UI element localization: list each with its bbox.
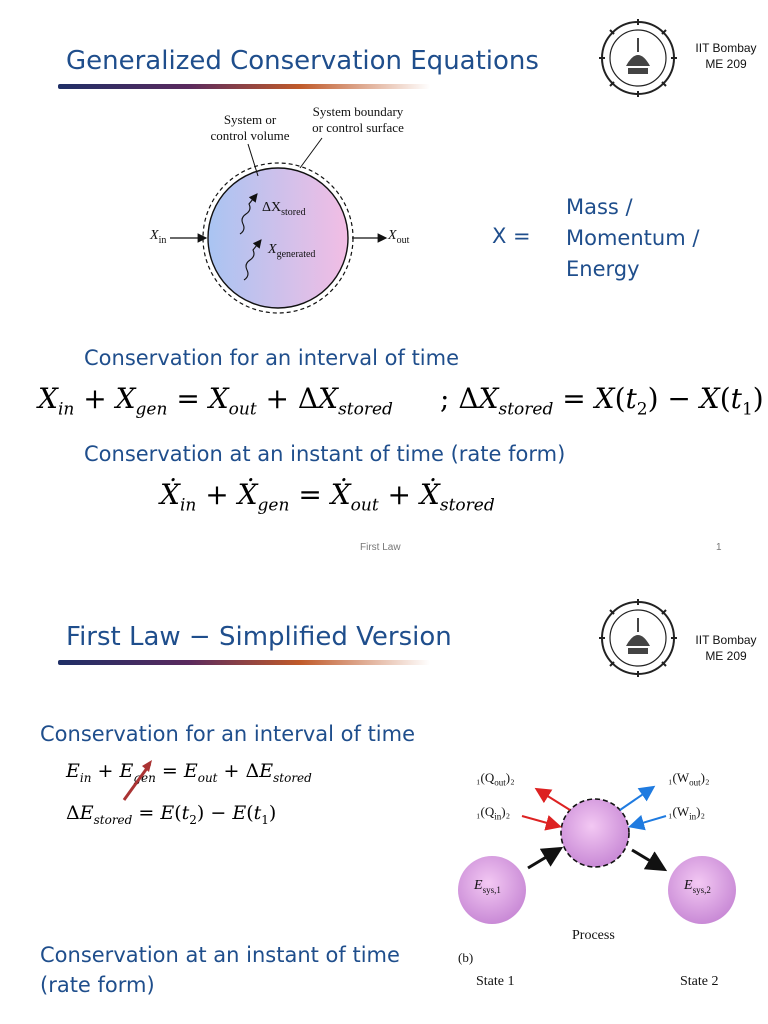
iit-bombay-logo: [599, 19, 677, 97]
system-label-line2: control volume: [210, 128, 290, 143]
x-equals: X =: [492, 224, 531, 248]
boundary-label: System boundary or control surface: [300, 104, 416, 136]
process-label: Process: [572, 928, 615, 943]
w-out-label: ₁(Wout)₂: [668, 770, 710, 788]
equation-interval: Xin + Xgen = Xout + ΔXstored: [38, 382, 393, 420]
x-options: Mass / Momentum / Energy: [566, 192, 699, 285]
footer-label: First Law: [360, 542, 401, 553]
subheading-rate: Conservation at an instant of time (rate…: [84, 442, 566, 466]
slide-1: Generalized Conservation Equations IIT B…: [38, 19, 768, 553]
boundary-label-line2: or control surface: [312, 120, 404, 135]
equation-rate: Ẋin + Ẋgen = Ẋout + Ẋstored: [160, 478, 495, 516]
slide-title: First Law − Simplified Version: [66, 622, 452, 652]
x-generated-label: Xgenerated: [268, 242, 316, 260]
x-out-label: Xout: [388, 228, 410, 246]
w-in-label: ₁(Win)₂: [668, 804, 706, 822]
subheading-interval: Conservation for an interval of time: [84, 346, 460, 370]
e-sys-1-label: Esys,1: [474, 878, 501, 895]
institution-label: IIT Bombay ME 209: [684, 40, 768, 72]
q-in-label: ₁(Qin)₂: [476, 804, 511, 822]
slide-2: First Law − Simplified Version IIT Bomba…: [0, 584, 768, 1024]
strike-arrow-icon: [122, 760, 152, 801]
subheading-rate-line1: Conservation at an instant of time: [40, 943, 400, 967]
equation-interval: Ein + Egen = Eout + ΔEstored: [66, 760, 312, 785]
course-code: ME 209: [705, 649, 747, 663]
equation-delta-stored: ΔEstored = E(t2) − E(t1): [66, 802, 277, 827]
slide-title: Generalized Conservation Equations: [66, 46, 539, 76]
institution-name: IIT Bombay: [695, 633, 757, 647]
subheading-interval: Conservation for an interval of time: [40, 722, 416, 746]
subheading-rate-line2: (rate form): [40, 973, 155, 997]
title-rule: [58, 84, 430, 89]
subheading-rate: Conservation at an instant of time (rate…: [40, 940, 400, 1000]
x-option-mass: Mass /: [566, 195, 633, 219]
x-stored-label: ΔXstored: [262, 200, 306, 218]
process-diagram: [458, 785, 736, 924]
q-out-label: ₁(Qout)₂: [476, 770, 515, 788]
iit-bombay-logo: [599, 599, 677, 677]
state-2-label: State 2: [680, 974, 719, 989]
institution-label: IIT Bombay ME 209: [684, 632, 768, 664]
x-in-label: Xin: [150, 228, 167, 246]
x-option-momentum: Momentum /: [566, 226, 700, 250]
equation-delta-stored: ; ΔXstored = X(t2) − X(t1): [440, 382, 764, 420]
control-volume-diagram: [170, 137, 388, 314]
page-number: 1: [716, 542, 722, 553]
state-1-label: State 1: [476, 974, 515, 989]
e-sys-2-label: Esys,2: [684, 878, 711, 895]
course-code: ME 209: [705, 57, 747, 71]
institution-name: IIT Bombay: [695, 41, 757, 55]
boundary-label-line1: System boundary: [312, 104, 404, 119]
title-rule: [58, 660, 430, 665]
system-label: System or control volume: [200, 112, 300, 144]
panel-label: (b): [458, 950, 474, 965]
system-label-line1: System or: [223, 112, 277, 127]
x-option-energy: Energy: [566, 257, 640, 281]
